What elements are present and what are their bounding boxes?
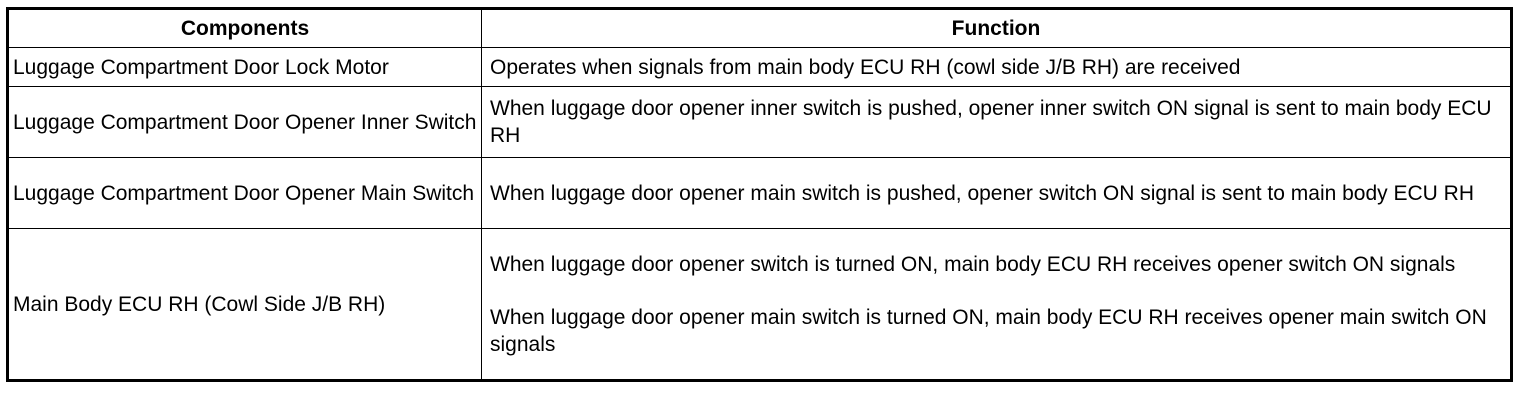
function-text: When luggage door opener main switch is … [490, 305, 1487, 356]
function-text: When luggage door opener main switch is … [490, 181, 1474, 205]
component-cell: Luggage Compartment Door Opener Main Swi… [7, 157, 482, 229]
function-text: Operates when signals from main body ECU… [490, 55, 1241, 79]
header-components: Components [7, 8, 482, 48]
function-cell: Operates when signals from main body ECU… [481, 47, 1512, 87]
components-function-table: Components Function Luggage Compartment … [6, 7, 1513, 382]
table-row: Luggage Compartment Door Opener Main Swi… [7, 157, 1512, 229]
component-cell: Luggage Compartment Door Opener Inner Sw… [7, 86, 482, 158]
header-function: Function [481, 8, 1512, 48]
component-cell: Luggage Compartment Door Lock Motor [7, 47, 482, 87]
table-row: Luggage Compartment Door Opener Inner Sw… [7, 86, 1512, 158]
function-text: When luggage door opener inner switch is… [490, 97, 1492, 147]
components-function-table-container: Components Function Luggage Compartment … [6, 7, 1513, 382]
component-cell: Main Body ECU RH (Cowl Side J/B RH) [7, 228, 482, 381]
function-cell: When luggage door opener inner switch is… [481, 86, 1512, 158]
table-header-row: Components Function [7, 8, 1512, 48]
table-row: Main Body ECU RH (Cowl Side J/B RH) When… [7, 228, 1512, 381]
function-cell: When luggage door opener main switch is … [481, 157, 1512, 229]
function-cell: When luggage door opener switch is turne… [481, 228, 1512, 381]
table-row: Luggage Compartment Door Lock Motor Oper… [7, 47, 1512, 87]
function-text: When luggage door opener switch is turne… [490, 252, 1456, 276]
